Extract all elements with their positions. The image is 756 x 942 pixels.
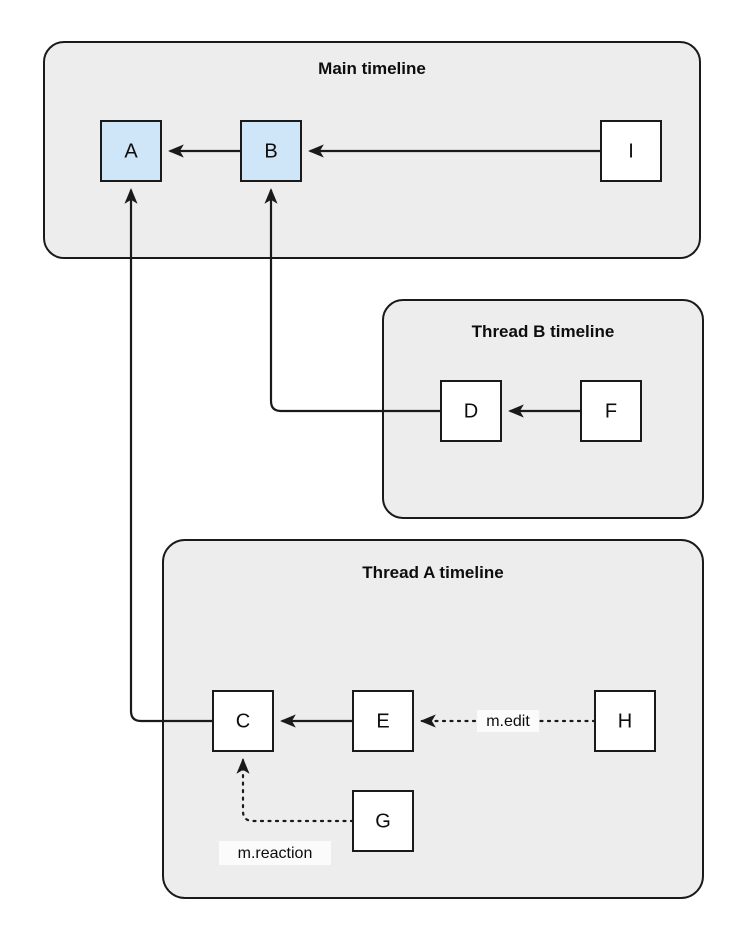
- edge-labels-layer: m.edit m.reaction: [219, 710, 539, 865]
- node-E[interactable]: E: [352, 690, 414, 752]
- node-D[interactable]: D: [440, 380, 502, 442]
- panel-title: Main timeline: [318, 59, 426, 78]
- panel-title: Thread B timeline: [472, 322, 615, 341]
- node-box[interactable]: [352, 690, 414, 752]
- edge-label-background: [477, 710, 539, 732]
- node-label: C: [236, 710, 250, 732]
- edge-label-text: m.reaction: [238, 845, 313, 862]
- node-C[interactable]: C: [212, 690, 274, 752]
- node-label: B: [264, 140, 277, 162]
- node-box[interactable]: [240, 120, 302, 182]
- node-H[interactable]: H: [594, 690, 656, 752]
- node-label: G: [375, 810, 391, 832]
- node-box[interactable]: [594, 690, 656, 752]
- node-label: A: [124, 140, 138, 162]
- panel-background: [382, 299, 704, 519]
- node-label: E: [376, 710, 389, 732]
- node-label: I: [628, 140, 634, 162]
- edge-label-text: m.edit: [486, 713, 530, 730]
- panel-thread-b: Thread B timeline: [382, 299, 704, 519]
- node-label: D: [464, 400, 478, 422]
- node-A[interactable]: A: [100, 120, 162, 182]
- node-F[interactable]: F: [580, 380, 642, 442]
- panel-title: Thread A timeline: [362, 563, 503, 582]
- node-I[interactable]: I: [600, 120, 662, 182]
- node-box[interactable]: [212, 690, 274, 752]
- edge-g-to-c: [236, 758, 355, 823]
- nodes-layer: A B I D F C E H G: [100, 120, 662, 852]
- edge-label-g-to-c: m.reaction: [219, 841, 331, 865]
- node-box[interactable]: [100, 120, 162, 182]
- node-box[interactable]: [352, 790, 414, 852]
- edge-c-to-a: [124, 188, 213, 723]
- edges-layer: [124, 144, 601, 823]
- node-G[interactable]: G: [352, 790, 414, 852]
- node-box[interactable]: [580, 380, 642, 442]
- node-label: F: [605, 400, 617, 422]
- edge-label-background: [219, 841, 331, 865]
- node-box[interactable]: [440, 380, 502, 442]
- edge-label-h-to-e: m.edit: [477, 710, 539, 732]
- node-box[interactable]: [600, 120, 662, 182]
- node-label: H: [618, 710, 632, 732]
- edge-d-to-b: [264, 188, 441, 413]
- node-B[interactable]: B: [240, 120, 302, 182]
